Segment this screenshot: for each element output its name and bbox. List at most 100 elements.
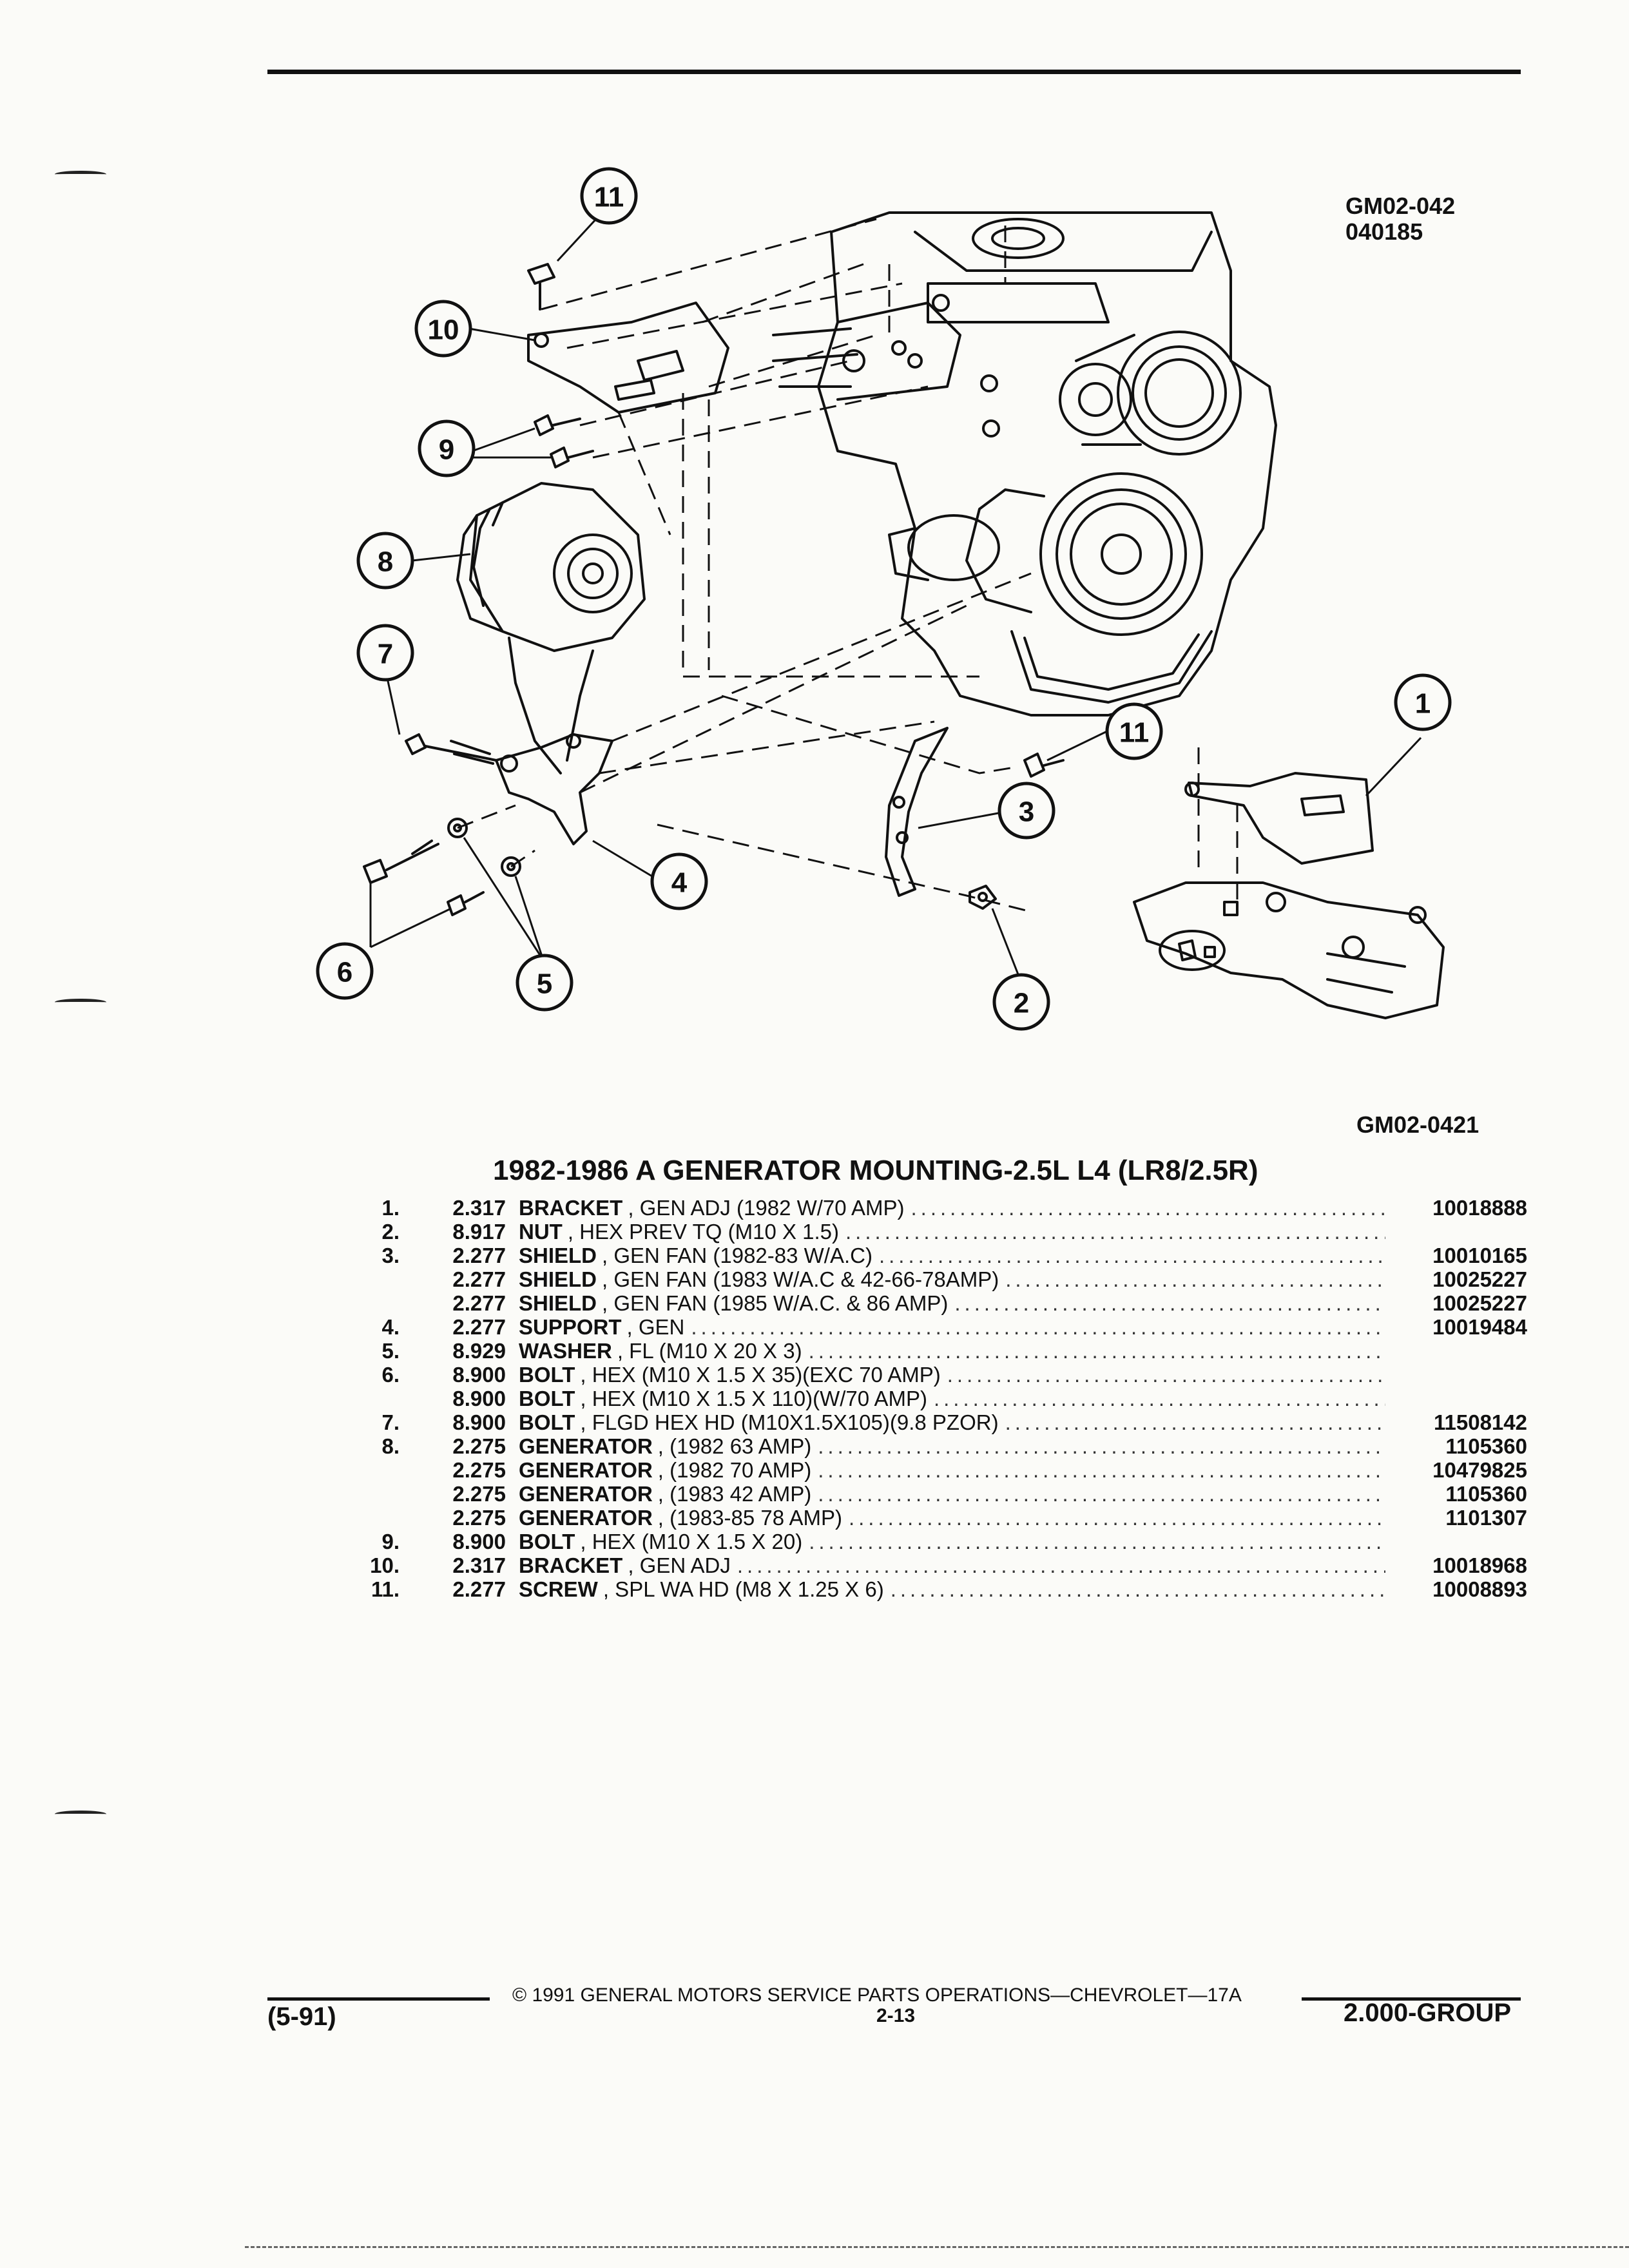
item-number: 5. xyxy=(381,1339,400,1363)
part-description: SHIELD, GEN FAN (1982-83 W/A.C) xyxy=(519,1244,1392,1268)
part-detail: , GEN FAN (1983 W/A.C & 42-66-78AMP) xyxy=(602,1267,999,1291)
dot-leader xyxy=(954,1291,1385,1316)
part-number: 1105360 xyxy=(1445,1434,1527,1458)
callout-label: 11 xyxy=(594,182,624,213)
item-number: 3. xyxy=(381,1244,400,1267)
part-name: SUPPORT xyxy=(519,1315,622,1339)
dot-leader xyxy=(691,1315,1385,1340)
part-name: GENERATOR xyxy=(519,1482,653,1506)
item-number: 11. xyxy=(371,1577,400,1601)
part-detail: , GEN xyxy=(626,1315,685,1339)
group-number: 8.929 xyxy=(452,1339,506,1363)
callout-label: 5 xyxy=(537,968,552,1000)
generator-support xyxy=(495,733,613,845)
callout-label: 7 xyxy=(378,639,393,670)
top-rule xyxy=(267,70,1521,74)
group-number: 2.275 xyxy=(452,1482,506,1506)
figure-code-bottom: GM02-0421 xyxy=(1356,1111,1480,1138)
group-number: 2.317 xyxy=(452,1196,506,1220)
part-description: BOLT, HEX (M10 X 1.5 X 20) xyxy=(519,1530,1392,1554)
dot-leader xyxy=(818,1434,1385,1459)
part-description: BOLT, FLGD HEX HD (M10X1.5X105)(9.8 PZOR… xyxy=(519,1410,1392,1435)
part-description: SCREW, SPL WA HD (M8 X 1.25 X 6) xyxy=(519,1577,1392,1602)
callout-label: 11 xyxy=(1119,717,1150,749)
callout-label: 4 xyxy=(671,867,688,899)
bolt-6b xyxy=(447,891,485,916)
callout-label: 8 xyxy=(378,546,393,578)
group-number: 2.277 xyxy=(452,1315,506,1339)
part-name: SCREW xyxy=(519,1577,598,1601)
bolt-6a xyxy=(363,840,439,884)
figure-code-line: GM02-042 xyxy=(1345,193,1456,219)
group-number: 2.277 xyxy=(452,1267,506,1291)
part-detail: , (1983 42 AMP) xyxy=(657,1482,812,1506)
group-number: 2.275 xyxy=(452,1434,506,1458)
dot-leader xyxy=(947,1363,1385,1387)
engine-drawing xyxy=(772,211,1277,716)
dot-leader xyxy=(879,1244,1385,1268)
part-number: 10479825 xyxy=(1432,1458,1527,1482)
part-description: SUPPORT, GEN xyxy=(519,1315,1392,1340)
page-title: 1982-1986 A GENERATOR MOUNTING-2.5L L4 (… xyxy=(493,1155,1258,1186)
callout-label: 2 xyxy=(1014,988,1029,1019)
part-number: 11508142 xyxy=(1433,1410,1527,1434)
generator-drawing xyxy=(456,482,646,774)
callout-label: 1 xyxy=(1415,688,1431,720)
parts-row: 8.900 BOLT, HEX (M10 X 1.5 X 110)(W/70 AM… xyxy=(342,1387,1527,1410)
exploded-view-diagram: 11 10 9 8 7 4 5 6 3 2 11 1 xyxy=(316,167,1452,1031)
dot-leader xyxy=(809,1530,1385,1554)
part-detail: , HEX (M10 X 1.5 X 35)(EXC 70 AMP) xyxy=(580,1363,941,1387)
screw-11-right xyxy=(1023,753,1065,778)
parts-row: 2.277 SHIELD, GEN FAN (1985 W/A.C. & 86 A… xyxy=(342,1291,1527,1315)
part-description: BOLT, HEX (M10 X 1.5 X 110)(W/70 AMP) xyxy=(519,1387,1392,1411)
group-number: 8.900 xyxy=(452,1530,506,1553)
part-description: BRACKET, GEN ADJ (1982 W/70 AMP) xyxy=(519,1196,1392,1220)
part-name: GENERATOR xyxy=(519,1506,653,1530)
part-number: 10025227 xyxy=(1432,1291,1527,1315)
group-number: 2.277 xyxy=(452,1244,506,1267)
part-detail: , GEN ADJ xyxy=(628,1553,731,1577)
item-number: 7. xyxy=(381,1410,400,1434)
part-detail: , HEX PREV TQ (M10 X 1.5) xyxy=(567,1220,840,1244)
item-number: 10. xyxy=(370,1553,400,1577)
dot-leader xyxy=(737,1553,1385,1578)
copyright-line: © 1991 GENERAL MOTORS SERVICE PARTS OPER… xyxy=(512,1984,1242,2006)
part-detail: , GEN ADJ (1982 W/70 AMP) xyxy=(628,1196,905,1220)
dot-leader xyxy=(818,1458,1385,1483)
callout-label: 9 xyxy=(439,434,454,466)
dot-leader xyxy=(911,1196,1385,1220)
group-number: 8.900 xyxy=(452,1410,506,1434)
dot-leader xyxy=(1005,1267,1385,1292)
group-number: 2.275 xyxy=(452,1458,506,1482)
dot-leader xyxy=(818,1482,1385,1506)
part-description: NUT, HEX PREV TQ (M10 X 1.5) xyxy=(519,1220,1392,1244)
part-detail: , GEN FAN (1985 W/A.C. & 86 AMP) xyxy=(602,1291,949,1315)
item-number: 4. xyxy=(381,1315,400,1339)
group-number: 8.900 xyxy=(452,1363,506,1387)
group-number: 8.900 xyxy=(452,1387,506,1410)
dot-leader xyxy=(845,1220,1385,1244)
group-number: 2.277 xyxy=(452,1577,506,1601)
margin-mark xyxy=(55,1811,106,1818)
part-name: SHIELD xyxy=(519,1267,597,1291)
part-number: 10025227 xyxy=(1432,1267,1527,1291)
parts-row: 11. 2.277 SCREW, SPL WA HD (M8 X 1.25 X 6)… xyxy=(342,1577,1527,1601)
callout-label: 6 xyxy=(337,957,352,988)
screw-11-top xyxy=(527,263,555,311)
part-description: GENERATOR, (1983-85 78 AMP) xyxy=(519,1506,1392,1530)
dot-leader xyxy=(891,1577,1385,1602)
part-name: GENERATOR xyxy=(519,1434,653,1458)
part-description: SHIELD, GEN FAN (1985 W/A.C. & 86 AMP) xyxy=(519,1291,1392,1316)
group-number: 2.277 xyxy=(452,1291,506,1315)
item-number: 1. xyxy=(381,1196,400,1220)
generator-fan-shield xyxy=(885,727,949,897)
part-description: GENERATOR, (1983 42 AMP) xyxy=(519,1482,1392,1506)
part-name: BOLT xyxy=(519,1363,575,1387)
